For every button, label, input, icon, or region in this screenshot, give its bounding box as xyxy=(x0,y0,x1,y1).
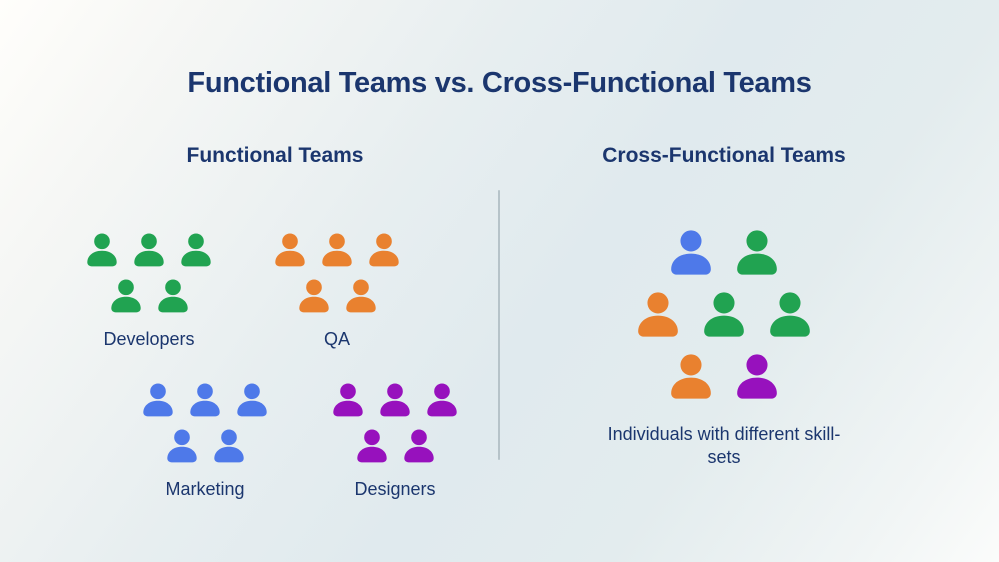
functional-teams-header: Functional Teams xyxy=(186,144,364,167)
person-icon xyxy=(181,233,211,267)
person-icon xyxy=(671,354,711,399)
person-icon xyxy=(166,429,197,463)
icon-row xyxy=(106,276,193,318)
person-icon xyxy=(87,233,117,267)
icon-row xyxy=(138,380,272,422)
column-divider xyxy=(498,190,500,460)
team-group-qa: QA xyxy=(266,230,408,350)
person-icon xyxy=(134,233,164,267)
person-icon xyxy=(356,429,387,463)
person-icon xyxy=(333,383,363,417)
person-icon xyxy=(275,233,305,267)
icon-grid xyxy=(82,230,216,318)
team-group-label: Designers xyxy=(354,479,436,499)
person-icon xyxy=(638,292,678,337)
person-icon xyxy=(213,429,244,463)
person-icon xyxy=(671,230,711,275)
team-group-marketing: Marketing xyxy=(134,380,276,500)
person-icon xyxy=(380,383,410,417)
icon-row xyxy=(328,380,462,422)
icon-grid xyxy=(328,380,462,468)
icon-row xyxy=(270,230,404,272)
team-group-label: Developers xyxy=(103,329,195,349)
person-icon xyxy=(770,292,810,337)
icon-row xyxy=(162,426,249,468)
icon-row xyxy=(664,226,784,282)
icon-grid xyxy=(138,380,272,468)
cross-functional-caption: Individuals with different skill-sets xyxy=(607,424,841,467)
team-group-designers: Designers xyxy=(324,380,466,500)
person-icon xyxy=(110,279,141,313)
person-icon xyxy=(157,279,188,313)
person-icon xyxy=(427,383,457,417)
person-icon xyxy=(403,429,434,463)
cross-functional-teams-header: Cross-Functional Teams xyxy=(602,144,846,167)
icon-grid xyxy=(270,230,404,318)
person-icon xyxy=(237,383,267,417)
team-group-label: QA xyxy=(323,329,350,349)
icon-grid xyxy=(631,226,817,406)
team-group-label: Marketing xyxy=(165,479,245,499)
person-icon xyxy=(704,292,744,337)
person-icon xyxy=(143,383,173,417)
icon-row xyxy=(294,276,381,318)
person-icon xyxy=(737,230,777,275)
icon-row xyxy=(631,288,817,344)
person-icon xyxy=(190,383,220,417)
icon-row xyxy=(82,230,216,272)
icon-row xyxy=(664,350,784,406)
icon-row xyxy=(352,426,439,468)
person-icon xyxy=(369,233,399,267)
team-group-developers: Developers xyxy=(78,230,220,350)
cross-functional-group: Individuals with different skill-sets xyxy=(594,226,854,469)
person-icon xyxy=(737,354,777,399)
person-icon xyxy=(298,279,329,313)
person-icon xyxy=(322,233,352,267)
page-title: Functional Teams vs. Cross-Functional Te… xyxy=(187,67,812,99)
person-icon xyxy=(345,279,376,313)
